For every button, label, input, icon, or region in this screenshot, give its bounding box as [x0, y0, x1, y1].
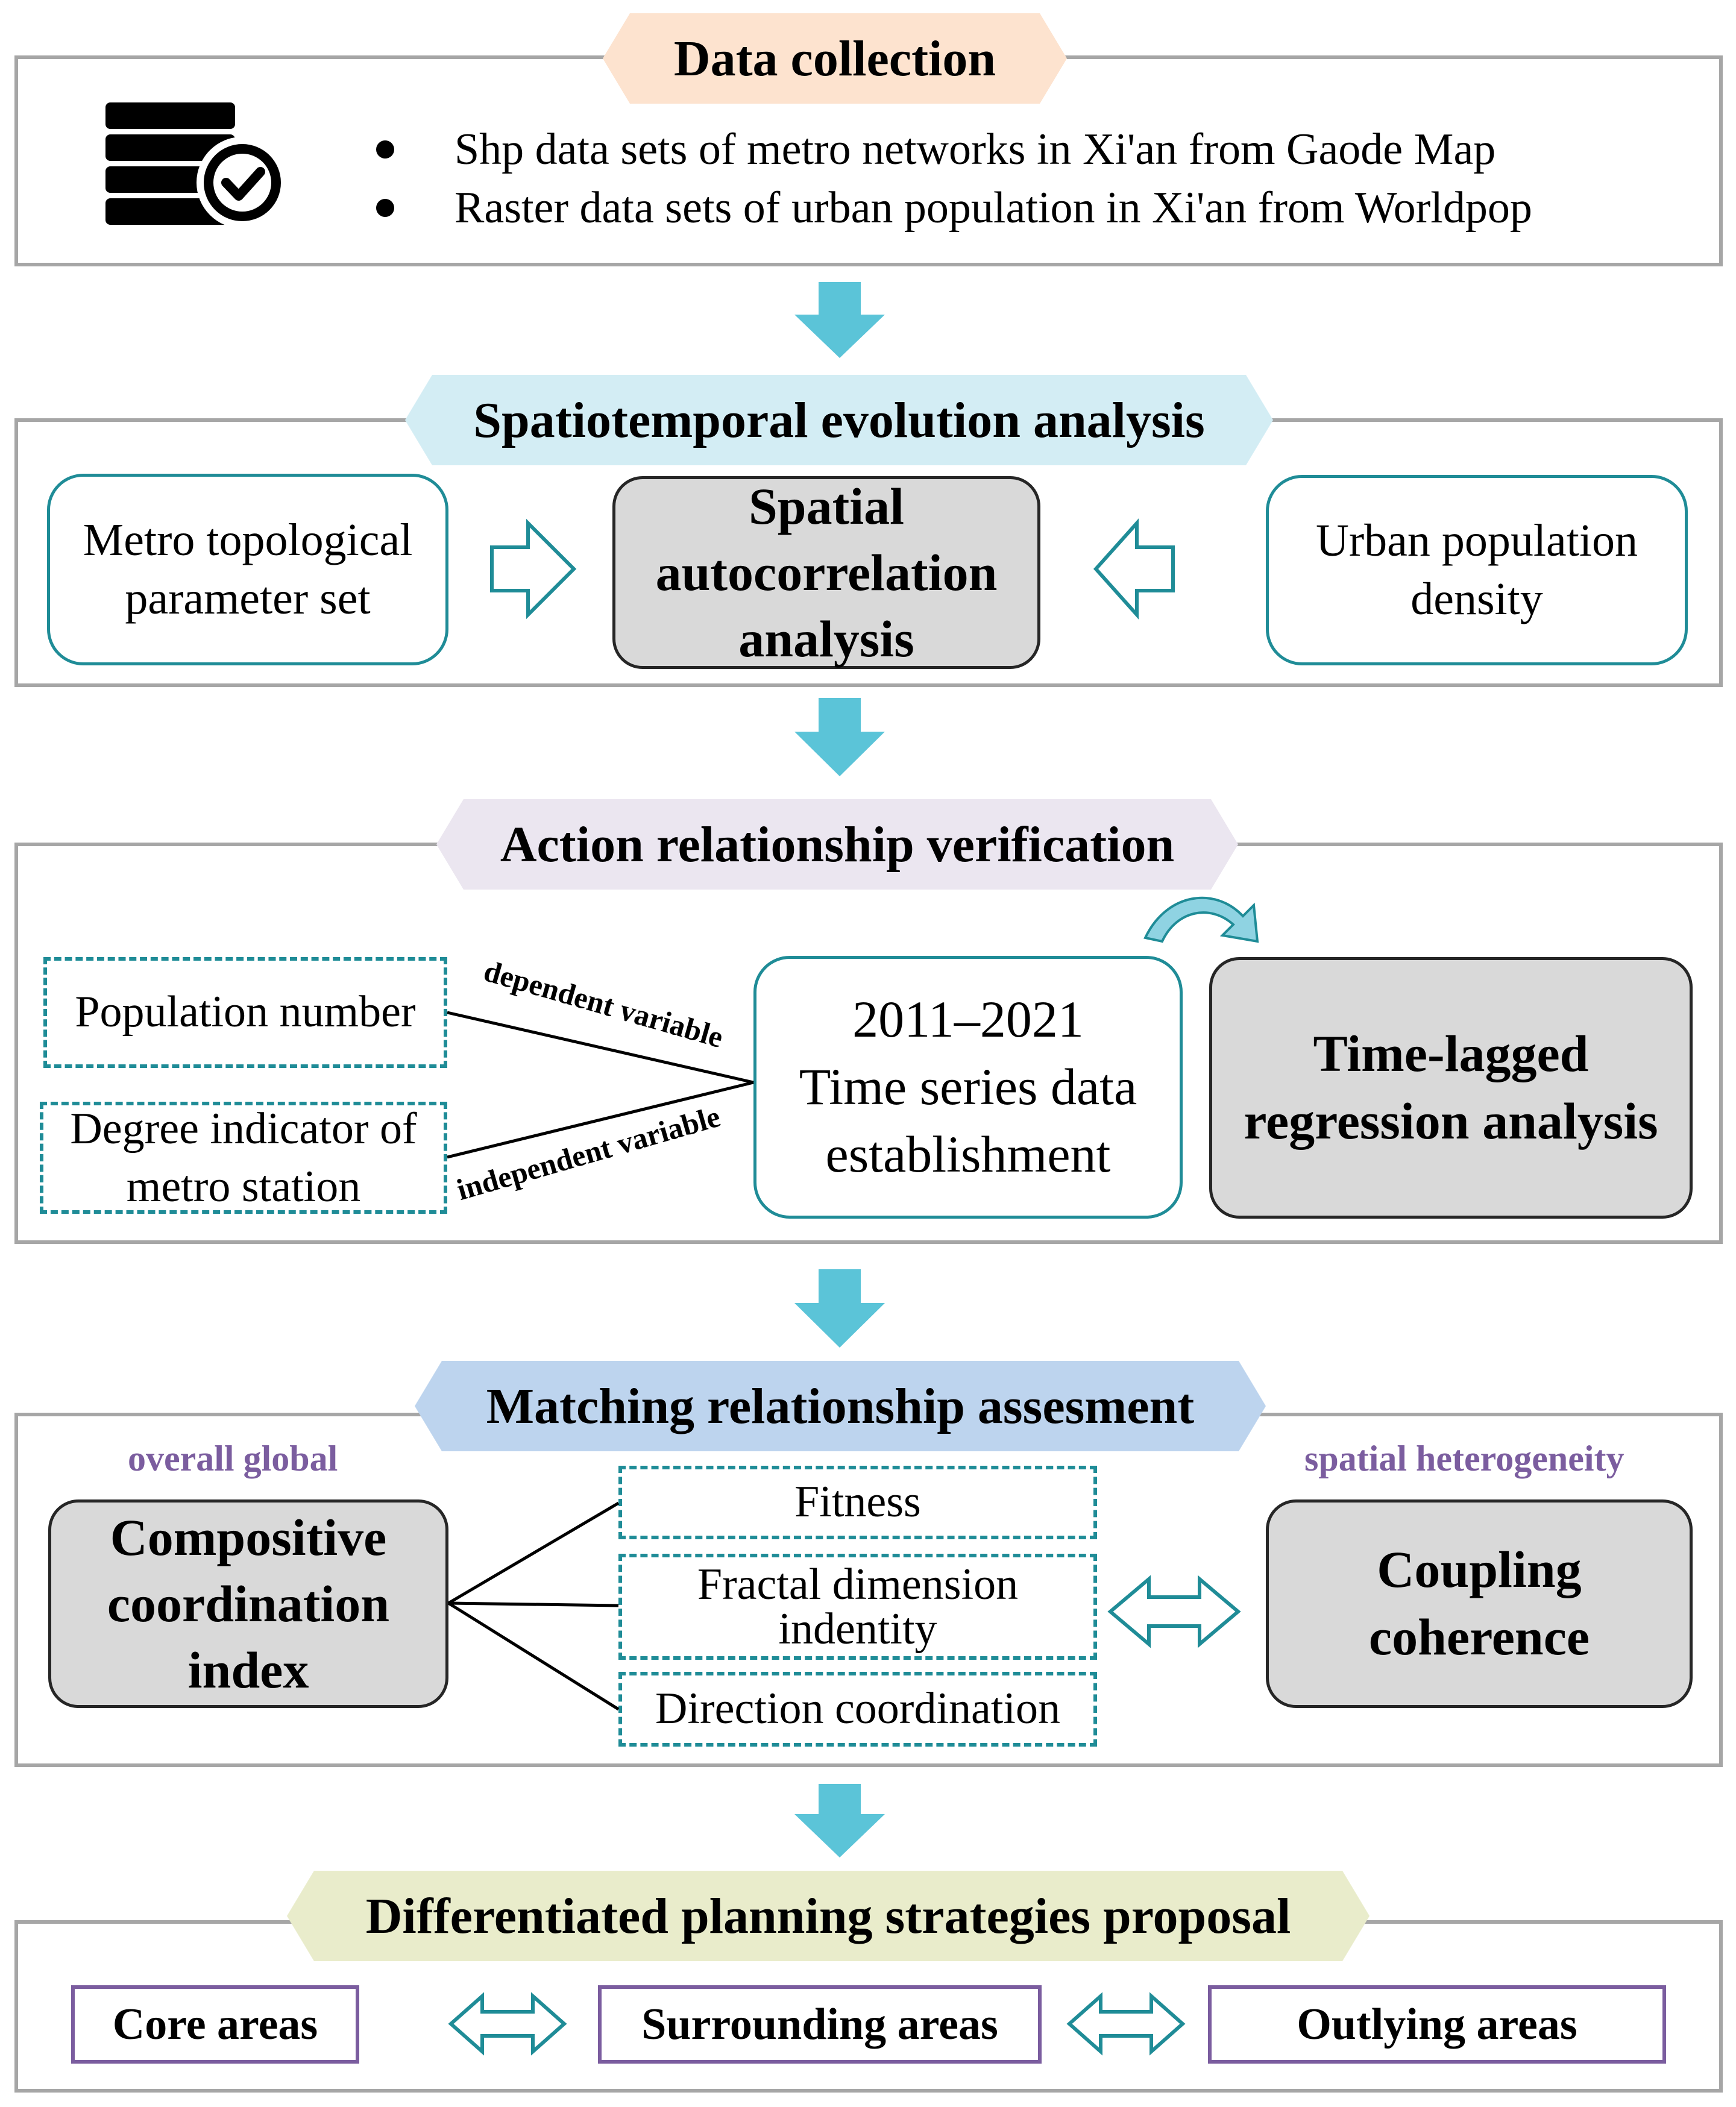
surrounding-areas-text: Surrounding areas [641, 1999, 998, 2049]
differentiated-title: Differentiated planning strategies propo… [287, 1871, 1370, 1961]
data-bullet-2: Raster data sets of urban population in … [376, 178, 1532, 238]
coupling-coherence-box: Coupling coherence [1266, 1499, 1693, 1708]
regression-line2: regression analysis [1244, 1092, 1658, 1150]
degree-line2: metro station [126, 1162, 361, 1211]
coupling-line1: Coupling [1377, 1540, 1582, 1599]
action-title: Action relationship verification [436, 799, 1238, 890]
degree-line1: Degree indicator of [70, 1104, 417, 1154]
surrounding-areas-box: Surrounding areas [598, 1985, 1042, 2064]
urban-population-line1: Urban population [1315, 515, 1638, 566]
bullet-dot [376, 140, 394, 159]
core-areas-text: Core areas [112, 1999, 318, 2049]
compositive-coordination-box: Compositive coordination index [48, 1499, 448, 1708]
spatial-line1: Spatial [748, 477, 905, 535]
metro-topological-line1: Metro topological [83, 514, 413, 565]
urban-population-box: Urban population density [1266, 475, 1688, 665]
fitness-connector-line [447, 1501, 620, 1605]
down-arrow-icon [794, 1269, 885, 1348]
fractal-dimension-box: Fractal dimension indentity [618, 1554, 1097, 1660]
degree-indicator-box: Degree indicator of metro station [40, 1102, 447, 1214]
data-bullet-1: Shp data sets of metro networks in Xi'an… [376, 119, 1495, 180]
compositive-line1: Compositive [110, 1508, 387, 1566]
population-number-text: Population number [75, 987, 416, 1037]
metro-topological-box: Metro topological parameter set [47, 474, 448, 665]
time-series-line3: establishment [825, 1125, 1111, 1183]
data-bullet-1-text: Shp data sets of metro networks in Xi'an… [454, 124, 1496, 174]
matching-title: Matching relationship assesment [415, 1361, 1266, 1451]
outlying-areas-text: Outlying areas [1297, 1999, 1577, 2049]
metro-topological-line2: parameter set [125, 573, 371, 624]
direction-coordination-box: Direction coordination [618, 1672, 1097, 1747]
spatiotemporal-title: Spatiotemporal evolution analysis [405, 375, 1273, 465]
fractal-connector-line [448, 1601, 619, 1607]
time-lagged-regression-box: Time-lagged regression analysis [1209, 957, 1693, 1219]
down-arrow-icon [794, 698, 885, 776]
database-check-icon [102, 99, 289, 229]
direction-connector-line [447, 1601, 620, 1711]
spatial-heterogeneity-label: spatial heterogeneity [1304, 1439, 1624, 1478]
time-series-line1: 2011–2021 [852, 990, 1084, 1049]
double-arrow-icon [448, 1992, 567, 2056]
compositive-line2: coordination [107, 1574, 390, 1633]
data-collection-title: Data collection [603, 13, 1067, 104]
time-series-line2: Time series data [799, 1058, 1137, 1116]
compositive-line3: index [187, 1641, 309, 1700]
double-arrow-icon [1107, 1575, 1241, 1648]
down-arrow-icon [794, 1784, 885, 1857]
spatial-line2: autocorrelation [655, 543, 998, 601]
dependent-connector-line [447, 1011, 754, 1084]
urban-population-line2: density [1410, 574, 1543, 624]
spatial-autocorrelation-box: Spatial autocorrelation analysis [612, 476, 1040, 669]
population-number-box: Population number [43, 957, 447, 1068]
right-arrow-icon [490, 518, 577, 620]
down-arrow-icon [794, 282, 885, 358]
data-bullet-2-text: Raster data sets of urban population in … [454, 183, 1532, 233]
fractal-line2: indentity [778, 1604, 937, 1654]
coupling-line2: coherence [1368, 1608, 1590, 1666]
direction-text: Direction coordination [655, 1684, 1060, 1734]
double-arrow-icon [1066, 1992, 1186, 2056]
independent-connector-line [447, 1081, 754, 1159]
left-arrow-icon [1093, 518, 1175, 620]
outlying-areas-box: Outlying areas [1208, 1985, 1666, 2064]
time-series-box: 2011–2021 Time series data establishment [753, 956, 1183, 1219]
curved-arrow-icon [1143, 896, 1259, 943]
bullet-dot [376, 199, 394, 217]
fractal-line1: Fractal dimension [697, 1560, 1019, 1609]
overall-global-label: overall global [128, 1439, 338, 1478]
core-areas-box: Core areas [71, 1985, 359, 2064]
fitness-text: Fitness [794, 1477, 921, 1527]
spatial-line3: analysis [738, 610, 914, 668]
regression-line1: Time-lagged [1313, 1025, 1589, 1083]
fitness-box: Fitness [618, 1466, 1097, 1539]
